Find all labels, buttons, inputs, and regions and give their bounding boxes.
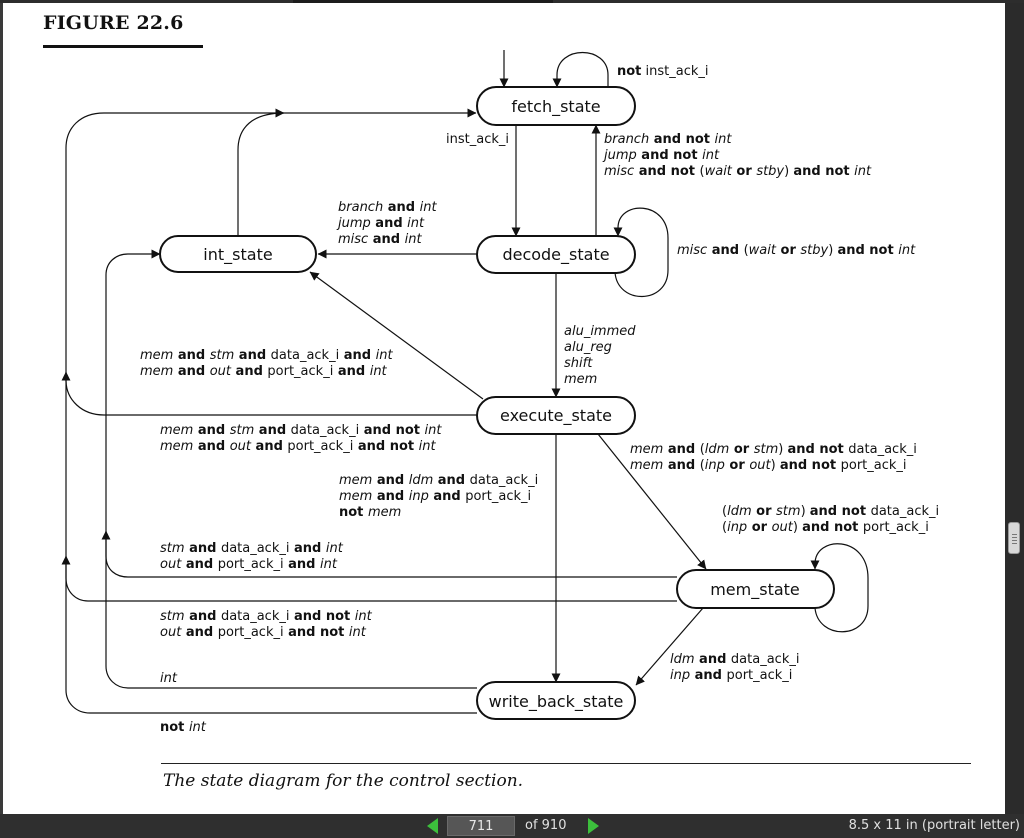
transition-label-mem-to-int: stm and data_ack_i and int [160,541,344,556]
figure-label: FIGURE 22.6 [43,12,184,34]
transition-label-decode-to-int: branch and int [338,200,437,215]
state-int-label: int_state [203,245,272,265]
transition-arrows [61,50,869,714]
transition-label-execute-to-fetch: mem and stm and data_ack_i and not int [160,423,442,438]
transition-label-mem-to-write-back: inp and port_ack_i [670,668,792,683]
title-bar-segment [293,0,553,3]
viewer-status-bar: of 910 8.5 x 11 in (portrait letter) [0,814,1024,838]
figure-label-underline [43,45,203,48]
arrow-mem-to-fetch [61,555,677,602]
state-fetch: fetch_state [476,86,636,126]
transition-label-mem-to-fetch: out and port_ack_i and not int [160,625,367,640]
previous-page-icon[interactable] [427,818,438,834]
transition-label-execute-to-write-back: not mem [339,505,401,520]
window-top-edge [0,0,1024,3]
state-execute-label: execute_state [500,406,612,426]
transition-label-execute-to-write-back: mem and ldm and data_ack_i [339,473,538,488]
state-fetch-label: fetch_state [511,97,600,117]
vertical-scrollbar[interactable] [1005,3,1024,814]
document-page: FIGURE 22.6 [3,3,1005,814]
transition-label-write-back-to-int: int [160,671,178,686]
arrow-mem-to-write-back [635,607,704,686]
transition-label-decode-to-fetch: jump and not int [602,148,720,163]
transition-label-mem-self: (ldm or stm) and not data_ack_i [722,504,939,519]
transition-label-fetch-to-decode: inst_ack_i [446,132,509,147]
transition-labels: not inst_ack_i inst_ack_i branch and not i… [140,64,939,735]
transition-label-execute-to-mem: mem and (ldm or stm) and not data_ack_i [630,442,917,457]
state-int: int_state [159,235,317,273]
transition-label-execute-to-int: mem and out and port_ack_i and int [140,364,388,379]
state-decode-label: decode_state [502,245,609,265]
transition-label-decode-to-int: misc and int [338,232,422,247]
scrollbar-thumb[interactable] [1008,522,1020,554]
state-mem-label: mem_state [710,580,800,600]
transition-label-mem-to-write-back: ldm and data_ack_i [670,652,799,667]
state-write-back: write_back_state [476,681,636,720]
state-execute: execute_state [476,396,636,435]
transition-label-mem-to-int: out and port_ack_i and int [160,557,338,572]
transition-label-execute-to-fetch: mem and out and port_ack_i and not int [160,439,436,454]
page-count-label: of 910 [525,818,567,833]
next-page-icon[interactable] [588,818,599,834]
transition-label-execute-to-mem: mem and (inp or out) and not port_ack_i [630,458,907,473]
figure-caption: The state diagram for the control sectio… [163,771,524,791]
transition-label-decode-to-fetch: branch and not int [604,132,732,147]
state-diagram: fetch_state int_state decode_state execu… [61,50,939,735]
transition-label-fetch-self: not inst_ack_i [617,64,709,79]
transition-label-decode-to-int: jump and int [336,216,425,231]
transition-label-decode-to-execute: alu_immed [564,324,636,339]
transition-label-decode-to-execute: shift [564,356,593,371]
transition-label-decode-self: misc and (wait or stby) and not int [677,243,916,258]
transition-label-mem-to-fetch: stm and data_ack_i and not int [160,609,373,624]
arrow-execute-to-mem [597,433,707,570]
mem-self-loop [810,543,869,633]
transition-label-decode-to-execute: mem [564,372,597,387]
arrow-write-back-to-int [105,249,477,689]
page-size-label: 8.5 x 11 in (portrait letter) [848,818,1020,833]
decode-self-loop [613,207,669,297]
transition-label-decode-to-fetch: misc and not (wait or stby) and not int [604,164,872,179]
transition-label-execute-to-int: mem and stm and data_ack_i and int [140,348,393,363]
state-mem: mem_state [676,569,835,609]
state-write-back-label: write_back_state [489,692,624,712]
arrow-execute-to-int [309,271,484,400]
transition-label-mem-self: (inp or out) and not port_ack_i [722,520,929,535]
arrow-execute-to-fetch [65,108,477,416]
transition-label-decode-to-execute: alu_reg [564,340,612,355]
arrow-int-to-fetch [237,108,285,236]
transition-label-write-back-to-fetch: not int [160,720,207,735]
state-decode: decode_state [476,235,636,274]
transition-label-execute-to-write-back: mem and inp and port_ack_i [339,489,531,504]
arrow-write-back-to-fetch [61,371,477,714]
fetch-self-loop [552,52,609,88]
page-number-input[interactable] [447,816,515,836]
caption-rule [161,763,971,764]
